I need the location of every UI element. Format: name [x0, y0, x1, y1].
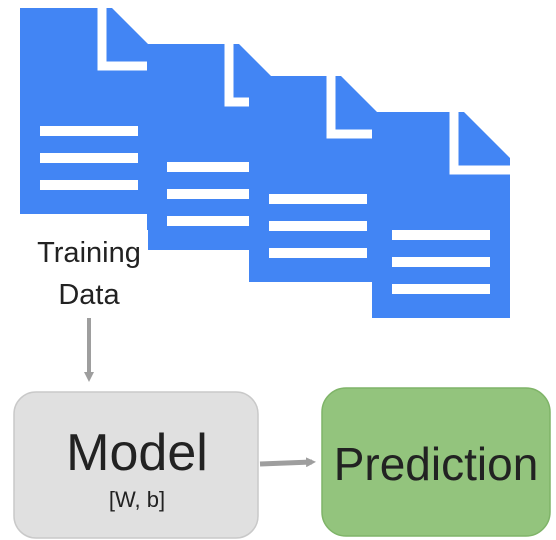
model-to-prediction-arrow	[259, 457, 316, 468]
training-data-label-line1: Training	[37, 237, 141, 269]
prediction-box	[321, 387, 551, 537]
model-params: [W, b]	[109, 487, 165, 512]
prediction-label: Prediction	[334, 438, 539, 490]
document-icon	[20, 8, 158, 214]
training-data-label-line2: Data	[58, 279, 120, 311]
model-title: Model	[66, 424, 208, 482]
document-icon	[249, 76, 387, 282]
model-box	[13, 391, 259, 539]
document-icon	[372, 112, 510, 318]
